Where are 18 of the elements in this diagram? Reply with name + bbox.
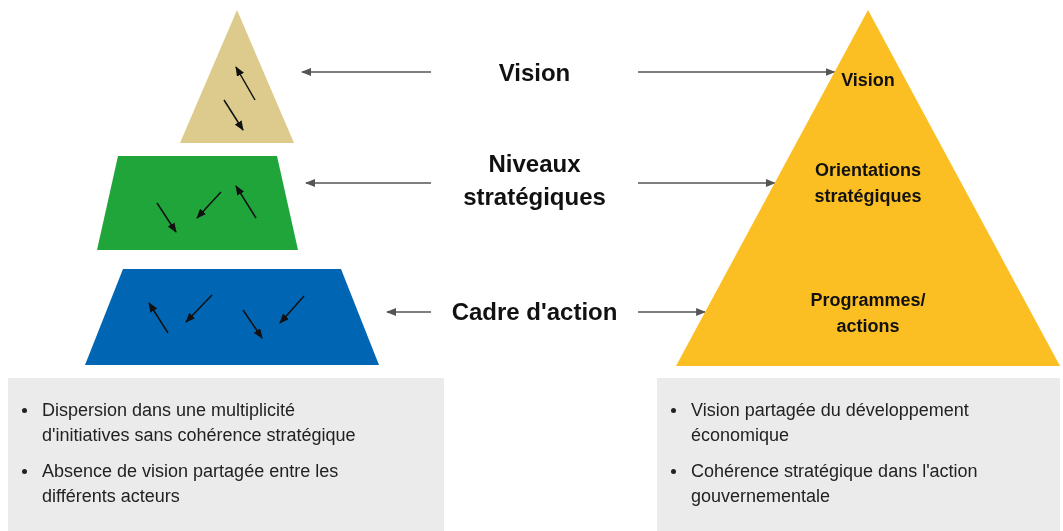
arrow [637,68,836,76]
bullet-item: Dispersion dans une multiplicité d'initiatives sans cohérence stratégique [42,398,384,448]
level-label: Vision [432,56,637,89]
level-text: Programmes/ actions [809,289,927,338]
level-label: Cadre d'action [432,295,637,328]
bullet-item: Vision partagée du développement économique [691,398,1050,448]
arrow [637,308,707,316]
bullet-item: Absence de vision partagée entre les différents acteurs [42,459,384,509]
bullet-item: Cohérence stratégique dans l'action gouvernementale [691,459,1050,509]
arrow [305,179,432,187]
text-panel [8,378,444,531]
arrow [386,308,432,316]
level-text: Vision [840,69,896,92]
text-panel [657,378,1060,531]
arrow [637,179,776,187]
level-text: Orientations stratégiques [813,159,923,208]
level-label: Niveaux stratégiques [432,147,637,213]
arrow [301,68,432,76]
